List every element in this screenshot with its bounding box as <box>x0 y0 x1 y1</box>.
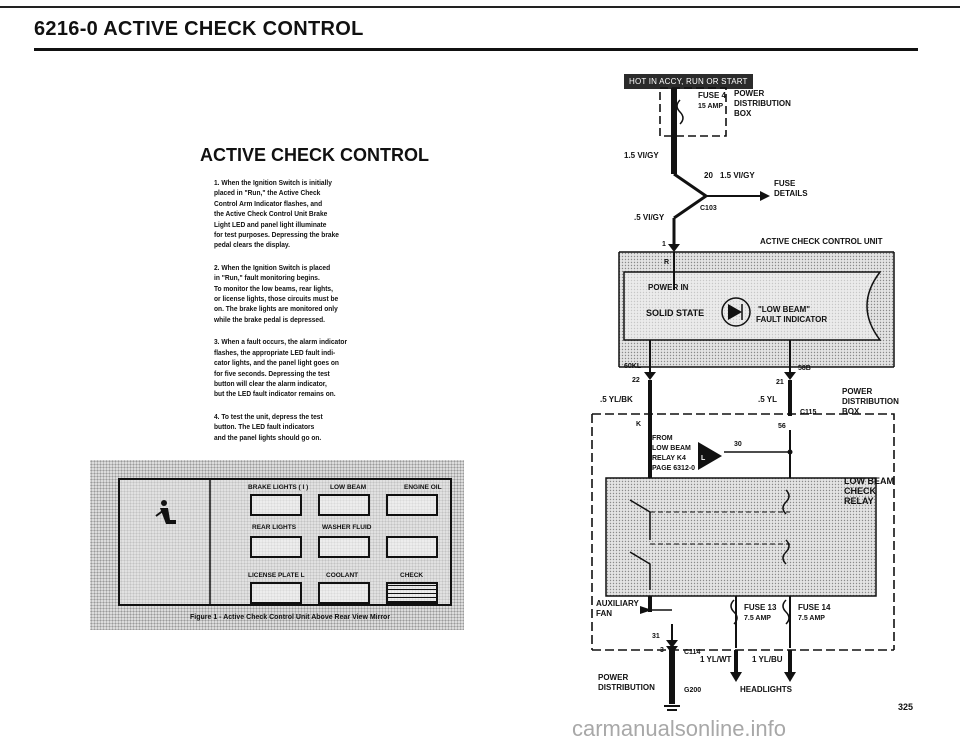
connector-c115: C115 <box>800 409 816 416</box>
low-beam-relay-3: RELAY <box>844 496 874 506</box>
lamp-coolant <box>318 582 370 604</box>
label-low-beam: LOW BEAM <box>330 484 367 491</box>
page-header: 6216-0 ACTIVE CHECK CONTROL <box>34 18 364 40</box>
ground-g200: G200 <box>684 687 701 694</box>
relay-from-2: LOW BEAM <box>652 445 691 452</box>
pdb-top-1: POWER <box>734 89 764 98</box>
wire-label-1: 1.5 VI/GY <box>624 151 659 160</box>
lamp-license-plate <box>250 582 302 604</box>
pin-r: R <box>664 259 669 266</box>
instruction-steps: 1.When the Ignition Switch is initially … <box>214 178 361 455</box>
low-beam-relay-1: LOW BEAM <box>844 476 894 486</box>
page-number: 325 <box>898 702 914 712</box>
wire-label-ylbu: 1 YL/BU <box>752 655 783 664</box>
pin-l: L <box>701 455 706 462</box>
lamp-spare <box>386 536 438 558</box>
label-license-plate: LICENSE PLATE L <box>248 572 305 579</box>
figure-active-check-unit: BRAKE LIGHTS ( I ) LOW BEAM ENGINE OIL R… <box>90 460 464 630</box>
pdb-mid-2: DISTRIBUTION <box>842 397 899 406</box>
label-engine-oil: ENGINE OIL <box>404 484 442 491</box>
pin-20: 20 <box>704 171 713 180</box>
label-washer-fluid: WASHER FLUID <box>322 524 372 531</box>
pdb-mid-3: BOX <box>842 407 860 416</box>
fuse14-amp: 7.5 AMP <box>798 615 825 622</box>
pin-1: 1 <box>662 241 666 248</box>
pin-k: K <box>636 421 641 428</box>
watermark: carmanualsonline.info <box>572 716 787 741</box>
pin-31: 31 <box>652 633 660 640</box>
relay-from-4: PAGE 6312-0 <box>652 465 695 472</box>
pdb-bottom-1: POWER <box>598 673 628 682</box>
seat-occupant-icon <box>155 500 176 524</box>
top-rule <box>0 6 960 8</box>
label-brake-lights: BRAKE LIGHTS ( I ) <box>248 484 309 491</box>
fuse13-amp: 7.5 AMP <box>744 615 771 622</box>
accu-title: ACTIVE CHECK CONTROL UNIT <box>760 237 883 246</box>
step-3: 3.When a fault occurs, the alarm indicat… <box>214 337 348 399</box>
step-1: 1.When the Ignition Switch is initially … <box>214 178 339 250</box>
pdb-top-2: DISTRIBUTION <box>734 99 791 108</box>
relay-from-1: FROM <box>652 435 673 442</box>
fuse13-label: FUSE 13 <box>744 603 777 612</box>
low-beam-fault-2: FAULT INDICATOR <box>756 315 827 324</box>
pin-58b: 58B <box>798 365 811 372</box>
figure-caption: Figure 1 - Active Check Control Unit Abo… <box>190 614 391 621</box>
wire-label-20: 1.5 VI/GY <box>720 171 755 180</box>
pdb-mid-1: POWER <box>842 387 872 396</box>
pin-30: 30 <box>734 441 742 448</box>
fuse14-label: FUSE 14 <box>798 603 831 612</box>
wire-label-ylwt: 1 YL/WT <box>700 655 732 664</box>
pin-21: 21 <box>776 379 784 386</box>
step-4: 4.To test the unit, depress the test but… <box>214 411 323 442</box>
fuse4-amp: 15 AMP <box>698 103 723 110</box>
lamp-washer-fluid <box>318 536 370 558</box>
lamp-low-beam <box>318 494 370 516</box>
connector-c114: C114 <box>684 649 700 656</box>
hot-in-label: HOT IN ACCY, RUN OR START <box>624 74 753 89</box>
relay-from-3: RELAY K4 <box>652 455 686 462</box>
step-2: 2.When the Ignition Switch is placed in … <box>214 262 339 324</box>
power-in-label: POWER IN <box>648 283 689 292</box>
label-check: CHECK <box>400 572 424 579</box>
fuse-details-2: DETAILS <box>774 189 808 198</box>
wire-label-5ylbk: .5 YL/BK <box>600 395 633 404</box>
pin-56: 56 <box>778 423 786 430</box>
headlights-label: HEADLIGHTS <box>740 685 793 694</box>
wire-label-5vigy: .5 VI/GY <box>634 213 665 222</box>
low-beam-relay-2: CHECK <box>844 486 877 496</box>
label-rear-lights: REAR LIGHTS <box>252 524 297 531</box>
section-title: ACTIVE CHECK CONTROL <box>200 145 429 165</box>
lamp-brake-lights <box>250 494 302 516</box>
pin-3: 3 <box>660 647 664 654</box>
check-test-button <box>386 582 438 604</box>
pin-22: 22 <box>632 377 640 384</box>
aux-fan-2: FAN <box>596 609 612 618</box>
fuse-details-1: FUSE <box>774 179 796 188</box>
lamp-rear-lights <box>250 536 302 558</box>
solid-state-label: SOLID STATE <box>646 308 704 318</box>
fuse4-label: FUSE 4 <box>698 91 727 100</box>
unit-divider <box>155 478 211 604</box>
wire-label-5yl: .5 YL <box>758 395 777 404</box>
label-coolant: COOLANT <box>326 572 359 579</box>
low-beam-fault-1: "LOW BEAM" <box>758 305 810 314</box>
pdb-bottom-2: DISTRIBUTION <box>598 683 655 692</box>
lamp-engine-oil <box>386 494 438 516</box>
pdb-top-3: BOX <box>734 109 752 118</box>
header-rule <box>34 48 918 51</box>
aux-fan-1: AUXILIARY <box>596 599 639 608</box>
pin-60kl: 60KL <box>624 363 642 370</box>
connector-c103: C103 <box>700 205 717 212</box>
